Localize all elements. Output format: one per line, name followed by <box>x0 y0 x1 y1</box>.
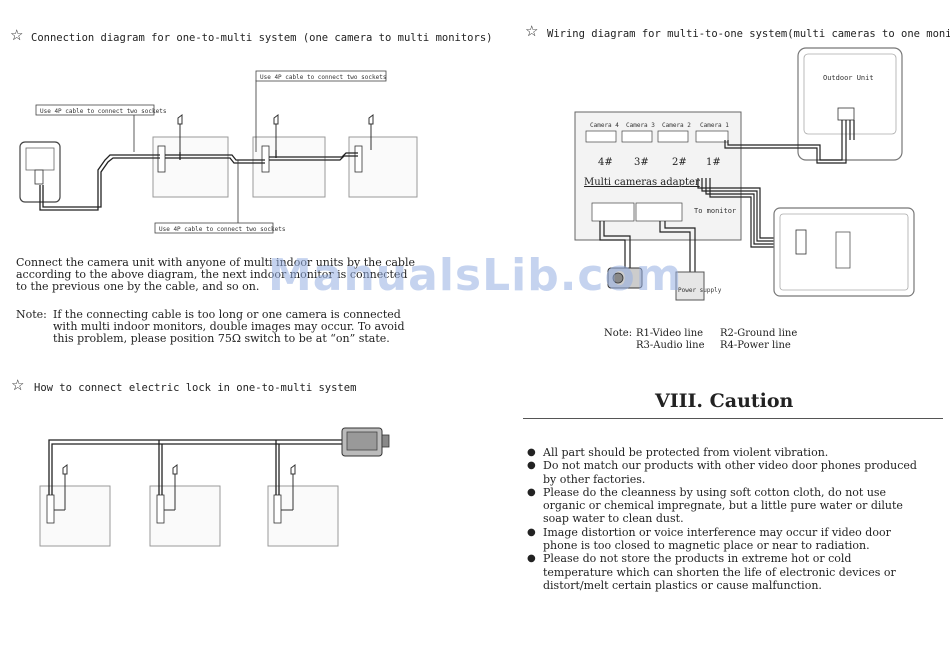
camera-3-number: 3# <box>634 157 649 168</box>
camera-shape <box>607 267 643 289</box>
star-icon: ☆ <box>525 22 539 40</box>
one-to-multi-connection-diagram: Use 4P cable to connect two sockets Use … <box>19 70 418 234</box>
callout-top-label: Use 4P cable to connect two sockets <box>260 74 387 81</box>
power-supply-shape: Power supply <box>675 271 722 301</box>
adapter-label: Multi cameras adapter <box>584 177 700 188</box>
note-label: Note: <box>16 308 47 321</box>
legend-r1: R1-Video line <box>636 328 704 339</box>
legend-note-label: Note: <box>604 328 633 339</box>
camera-1-number: 1# <box>706 157 721 168</box>
camera-3-label: Camera 3 <box>626 122 655 129</box>
monitor-1-shape <box>152 136 229 198</box>
caution-item: Please do not store the products in extr… <box>524 552 917 592</box>
wiring-diagram-heading: Wiring diagram for multi-to-one system(m… <box>547 28 950 40</box>
legend-r4: R4-Power line <box>720 340 791 351</box>
camera-4-label: Camera 4 <box>590 122 619 129</box>
camera-2-number: 2# <box>672 157 687 168</box>
caution-list: All part should be protected from violen… <box>524 446 917 592</box>
star-icon: ☆ <box>11 376 25 394</box>
caution-divider <box>523 418 943 419</box>
note-text: If the connecting cable is too long or o… <box>53 308 405 345</box>
outdoor-unit-label: Outdoor Unit <box>823 74 874 82</box>
caution-item: Please do the cleanness by using soft co… <box>524 486 917 526</box>
power-supply-label: Power supply <box>678 287 722 294</box>
electric-lock-shape <box>341 427 390 457</box>
connection-diagram-heading: Connection diagram for one-to-multi syst… <box>31 32 493 44</box>
legend-r3: R3-Audio line <box>636 340 705 351</box>
connection-instructions: Connect the camera unit with anyone of m… <box>16 256 415 293</box>
callout-left-label: Use 4P cable to connect two sockets <box>40 108 167 115</box>
caution-item: Do not match our products with other vid… <box>524 459 917 486</box>
caution-item: All part should be protected from violen… <box>524 446 917 460</box>
camera-1-label: Camera 1 <box>700 122 729 129</box>
camera-2-label: Camera 2 <box>662 122 691 129</box>
electric-lock-diagram <box>39 427 390 547</box>
electric-lock-heading: How to connect electric lock in one-to-m… <box>34 382 357 394</box>
callout-bottom-label: Use 4P cable to connect two sockets <box>159 226 286 233</box>
caution-item: Image distortion or voice interference m… <box>524 526 917 553</box>
star-icon: ☆ <box>10 26 24 44</box>
multi-to-one-wiring-diagram: Outdoor Unit Camera 4 Camera 3 Camera 2 … <box>574 47 915 301</box>
camera-4-number: 4# <box>598 157 613 168</box>
legend-r2: R2-Ground line <box>720 328 798 339</box>
caution-title: VIII. Caution <box>655 390 794 412</box>
to-monitor-label: To monitor <box>694 207 736 215</box>
watermark: ManualsLib.com <box>268 250 683 301</box>
